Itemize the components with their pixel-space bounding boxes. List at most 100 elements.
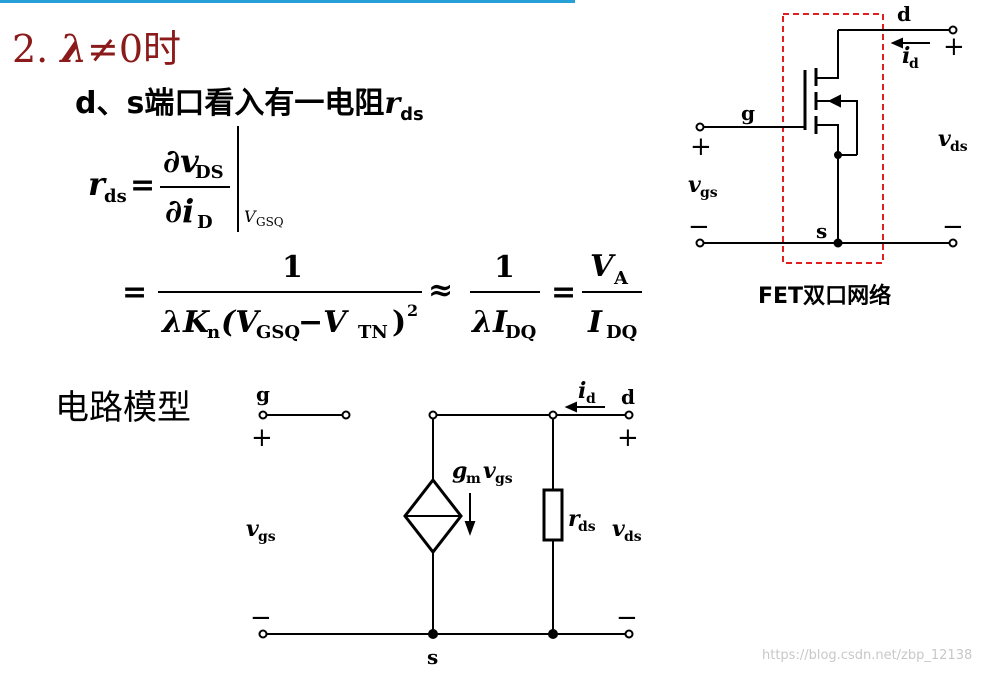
model-circuit-diagram (258, 401, 634, 639)
model-label-rds: r (568, 506, 581, 532)
line2-gsq: GSQ (256, 322, 300, 343)
fet-label-d: d (897, 2, 911, 26)
model-label-vds-sub: ds (624, 529, 642, 545)
id-arrow-head (890, 37, 903, 49)
line3-numerator: 1 (494, 250, 515, 285)
drain-terminal (948, 25, 958, 35)
model-gate-terminal (258, 410, 268, 420)
fet-label-s: s (816, 219, 827, 243)
body-junction (834, 151, 842, 159)
subline-sub: ds (400, 104, 424, 125)
fet-label-g: g (741, 101, 755, 125)
subline-text: d、s端口看入有一电阻rds (75, 78, 424, 125)
gate-terminal (695, 122, 705, 132)
model-drain-terminal (624, 410, 634, 420)
formula-eq2: = (122, 275, 147, 310)
gs-bottom-terminal (695, 238, 705, 248)
partial-denominator: ∂i (165, 192, 194, 230)
subline-prefix: d、s端口看入有一电阻 (75, 86, 385, 121)
model-id-arrow-head (564, 401, 577, 413)
model-label-gm-sub: m (466, 471, 481, 487)
model-label-gm: g (452, 458, 467, 484)
fet-network-caption: FET双口网络 (758, 284, 892, 309)
heading-number: 2. (12, 27, 49, 71)
heading-condition: ≠0时 (87, 27, 182, 71)
watermark: https://blog.csdn.net/zbp_12138 (762, 648, 973, 663)
model-label-vgs-sub: gs (258, 529, 276, 545)
model-label-vds: v (612, 516, 625, 542)
fet-network-diagram (695, 13, 958, 264)
approx-sign: ≈ (428, 273, 453, 308)
fet-label-id-sub: d (909, 56, 919, 72)
rds-resistor (542, 488, 564, 542)
fet-minus-ds: − (942, 212, 964, 242)
fet-plus-gs: + (690, 132, 712, 162)
model-label-vgs: v (246, 516, 259, 542)
formula-lhs-sub: ds (104, 186, 127, 207)
fet-label-vds: v (938, 126, 951, 152)
partial-numerator: ∂v (163, 142, 199, 180)
line2-lambda-k: λK (160, 305, 211, 340)
model-label-rds-sub: ds (578, 519, 596, 535)
line3-denominator-sub: DQ (505, 322, 536, 343)
model-label-id: i (578, 378, 586, 404)
top-accent-line (0, 0, 575, 3)
model-circuit-labels: g d s i d + + g m v gs r ds v gs v ds − … (246, 378, 642, 669)
line2-numerator: 1 (282, 250, 303, 285)
line4-numerator: V (590, 249, 616, 284)
body-lead (816, 100, 858, 155)
fet-label-vds-sub: ds (950, 139, 968, 155)
fet-label-vgs: v (688, 172, 701, 198)
circuit-model-label: 电路模型 (55, 388, 191, 428)
model-plus-ds: + (617, 423, 639, 453)
partial-denominator-sub: D (197, 212, 213, 233)
model-label-g: g (256, 382, 270, 406)
model-gate-open-end (341, 410, 351, 420)
model-minus-gs: − (250, 603, 272, 633)
dashed-box (782, 13, 884, 264)
body-arrow (827, 94, 841, 108)
line3-denominator: λI (470, 305, 508, 340)
ds-bottom-terminal (948, 238, 958, 248)
fet-network-labels: d g s i d + + v gs v ds − − (688, 2, 968, 243)
source-junction (833, 238, 843, 248)
fet-minus-gs: − (688, 212, 710, 242)
line2-tn: TN (358, 322, 388, 343)
model-label-d: d (621, 385, 635, 409)
model-label-id-sub: d (586, 391, 596, 407)
partial-numerator-sub: DS (195, 162, 224, 183)
model-label-gm-v-sub: gs (495, 471, 513, 487)
fet-plus-ds: + (943, 32, 965, 62)
line2-minus-v: −V (298, 305, 349, 340)
model-ds-bottom-terminal (624, 629, 634, 639)
model-source-junction (428, 629, 438, 639)
fet-label-vgs-sub: gs (700, 185, 718, 201)
subline-symbol: r (384, 86, 401, 121)
model-top-node-mid (548, 410, 558, 420)
line2-v1: (V (221, 305, 261, 340)
model-label-s: s (427, 645, 438, 669)
fet-label-id: i (902, 43, 910, 69)
line2-square: 2 (407, 301, 418, 320)
line4-denominator-sub: DQ (606, 322, 637, 343)
formula-eq3: = (551, 275, 576, 310)
model-plus-gs: + (251, 423, 273, 453)
eval-sub-sub: GSQ (256, 215, 284, 229)
model-top-node-left (428, 410, 438, 420)
model-rds-junction (548, 629, 558, 639)
lambda-symbol: λ (60, 26, 88, 71)
source-lead (816, 124, 839, 243)
model-gs-bottom-terminal (258, 629, 268, 639)
formula-eq1: = (130, 168, 155, 203)
line2-close: ) (392, 305, 406, 340)
section-heading: 2. λ≠0时 (12, 18, 181, 73)
eval-sub: V (244, 207, 257, 226)
formula: r ds = ∂v DS ∂i D V GSQ = 1 λK n (V GSQ … (88, 126, 642, 343)
source-arrow-head (464, 521, 476, 536)
drain-lead (816, 30, 839, 79)
line2-n: n (207, 322, 220, 343)
line4-denominator: I (587, 305, 603, 340)
model-minus-ds: − (616, 603, 638, 633)
model-label-gm-v: v (483, 458, 496, 484)
